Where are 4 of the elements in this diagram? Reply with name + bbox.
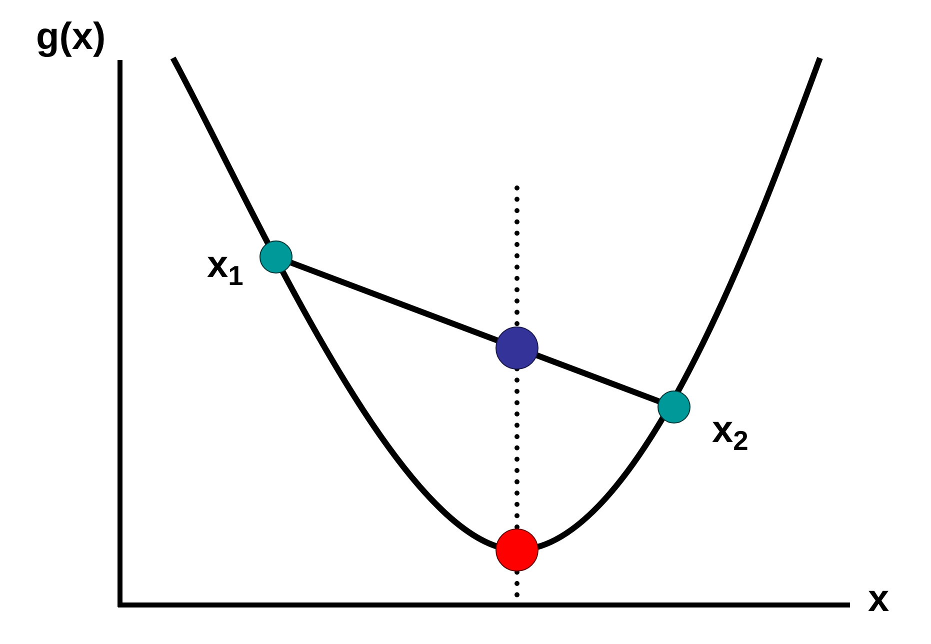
- axis-label: x: [868, 580, 890, 618]
- point-label: x$_{2}$: [712, 411, 748, 449]
- axis-label: g(x): [36, 18, 106, 56]
- point-label: x$_{1}$: [207, 246, 244, 284]
